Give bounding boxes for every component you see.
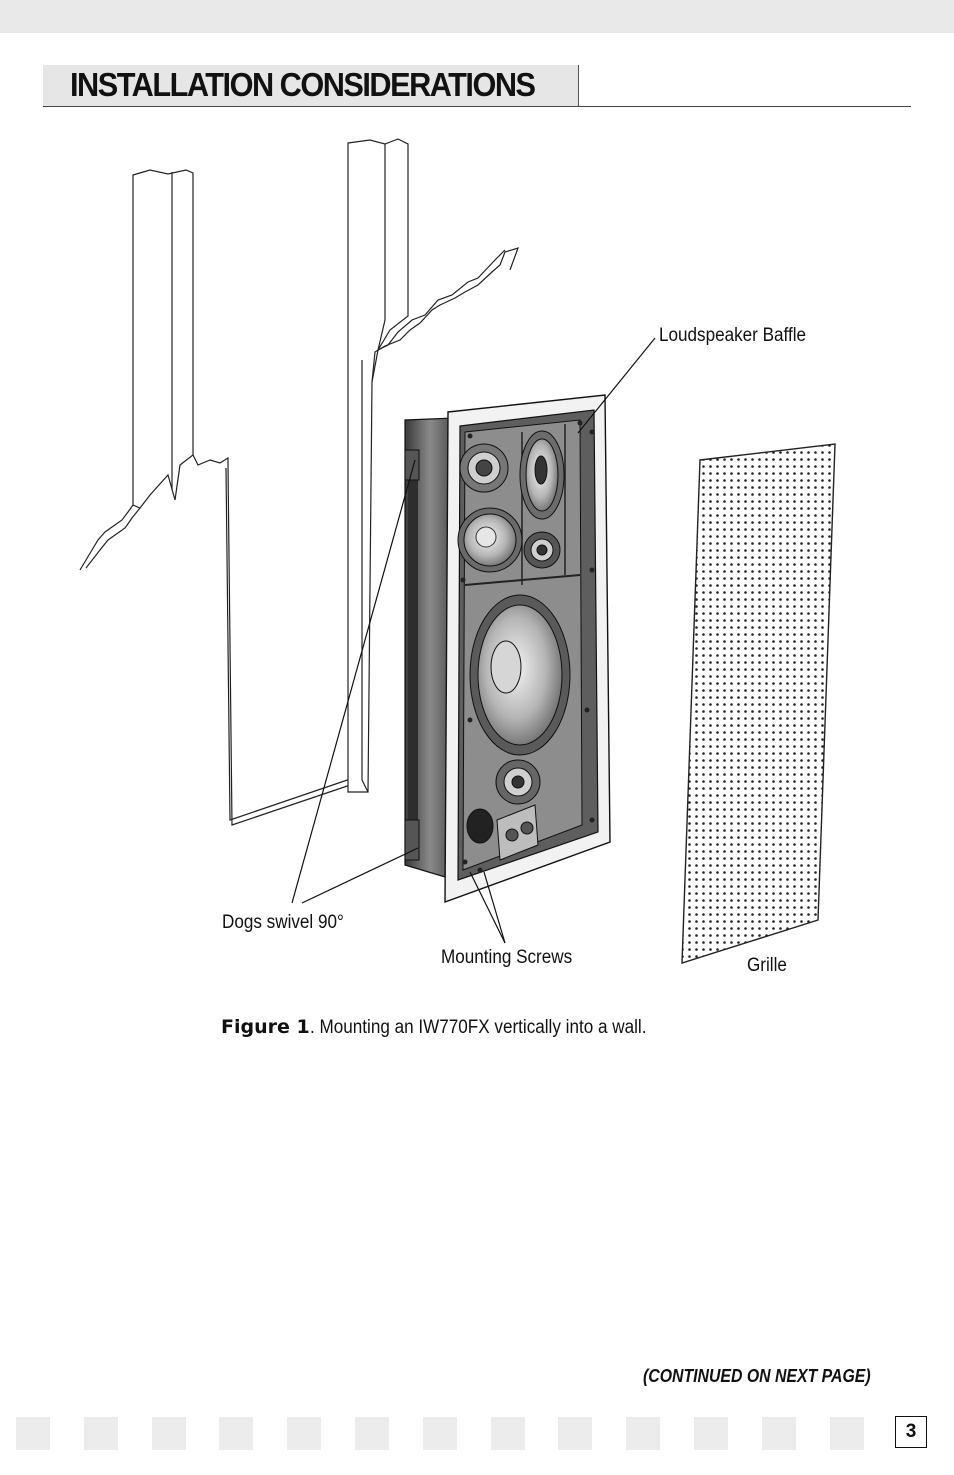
heading-block	[43, 65, 579, 107]
tweeter-middle	[523, 531, 561, 569]
figure-caption: Figure 1. Mounting an IW770FX vertically…	[221, 1016, 684, 1039]
figure-caption-label: Figure 1	[221, 1016, 310, 1038]
left-wall-stud	[79, 169, 229, 571]
continued-note: (CONTINUED ON NEXT PAGE)	[643, 1366, 871, 1386]
speaker-exploded-illustration	[79, 138, 836, 964]
midrange-upper	[519, 430, 565, 520]
page-title: INSTALLATION CONSIDERATIONS	[70, 66, 536, 103]
callout-mounting-screws: Mounting Screws	[441, 947, 573, 968]
tweeter-bottom	[495, 759, 541, 805]
port-and-controls	[466, 804, 539, 861]
callout-grille: Grille	[747, 955, 787, 976]
figure-caption-text: . Mounting an IW770FX vertically into a …	[309, 1017, 647, 1038]
page-number: 3	[895, 1416, 927, 1448]
callout-dogs-swivel: Dogs swivel 90°	[222, 912, 344, 933]
footer-decoration	[16, 1417, 864, 1450]
mounting-screw-dots	[460, 420, 595, 873]
speaker-back-box	[404, 417, 456, 881]
tweeter-top	[459, 443, 509, 493]
top-band	[0, 0, 954, 33]
leader-lines	[291, 337, 656, 944]
figure-installation-diagram: Loudspeaker Baffle Dogs swivel 90° Mount…	[0, 120, 954, 1000]
right-wall-stud	[347, 138, 519, 793]
woofer	[469, 594, 571, 756]
heading-rule	[43, 106, 911, 107]
wall-cutout	[225, 464, 366, 826]
midrange-left	[457, 507, 523, 573]
callout-loudspeaker-baffle: Loudspeaker Baffle	[659, 325, 807, 346]
grille-panel	[681, 443, 836, 964]
